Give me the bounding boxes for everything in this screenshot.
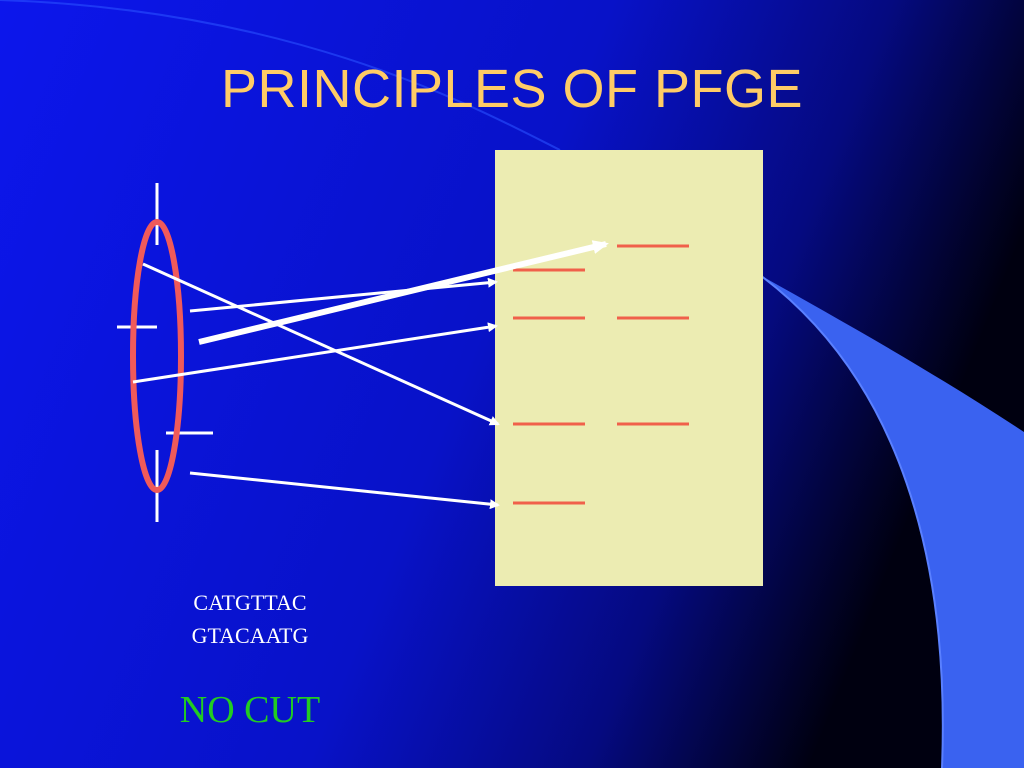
fragment-arrow [132,322,498,384]
sequence-bottom-strand: GTACAATG [191,623,309,648]
intact-molecule-arrow [198,240,609,345]
fragment-arrow [189,471,500,510]
slide-title: PRINCIPLES OF PFGE [220,59,804,119]
sequence-top-strand: CATGTTAC [193,590,307,615]
background-swoosh [760,275,1024,768]
dna-ellipse [130,219,184,493]
result-label: NO CUT [179,689,321,731]
background-arc [0,0,561,151]
fragment-arrow [142,262,500,426]
fragment-arrow [189,277,498,313]
background-swoosh-edge [759,274,944,768]
gel-panel [495,150,763,586]
